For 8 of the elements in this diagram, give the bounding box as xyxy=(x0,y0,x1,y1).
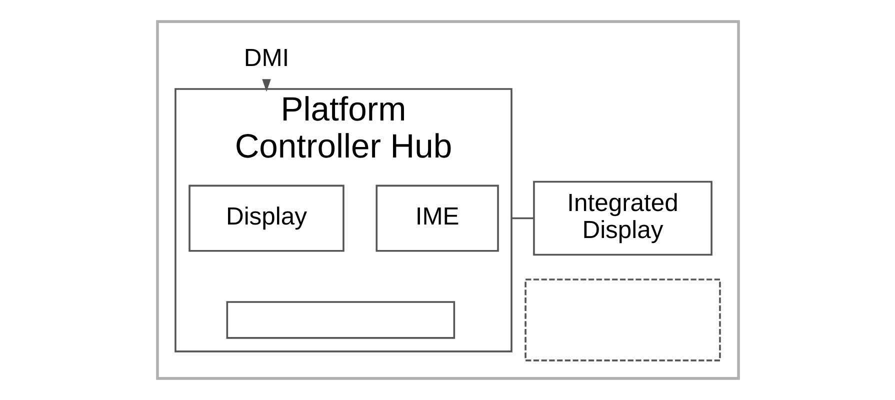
node-text: DMI xyxy=(243,45,289,72)
node-box: Display xyxy=(188,184,344,252)
node-box: Integrated Display xyxy=(532,180,712,256)
node-box xyxy=(226,301,455,339)
node-box: IME xyxy=(375,184,498,252)
connector xyxy=(511,217,534,220)
cluster xyxy=(156,20,740,380)
node-box xyxy=(524,278,720,362)
